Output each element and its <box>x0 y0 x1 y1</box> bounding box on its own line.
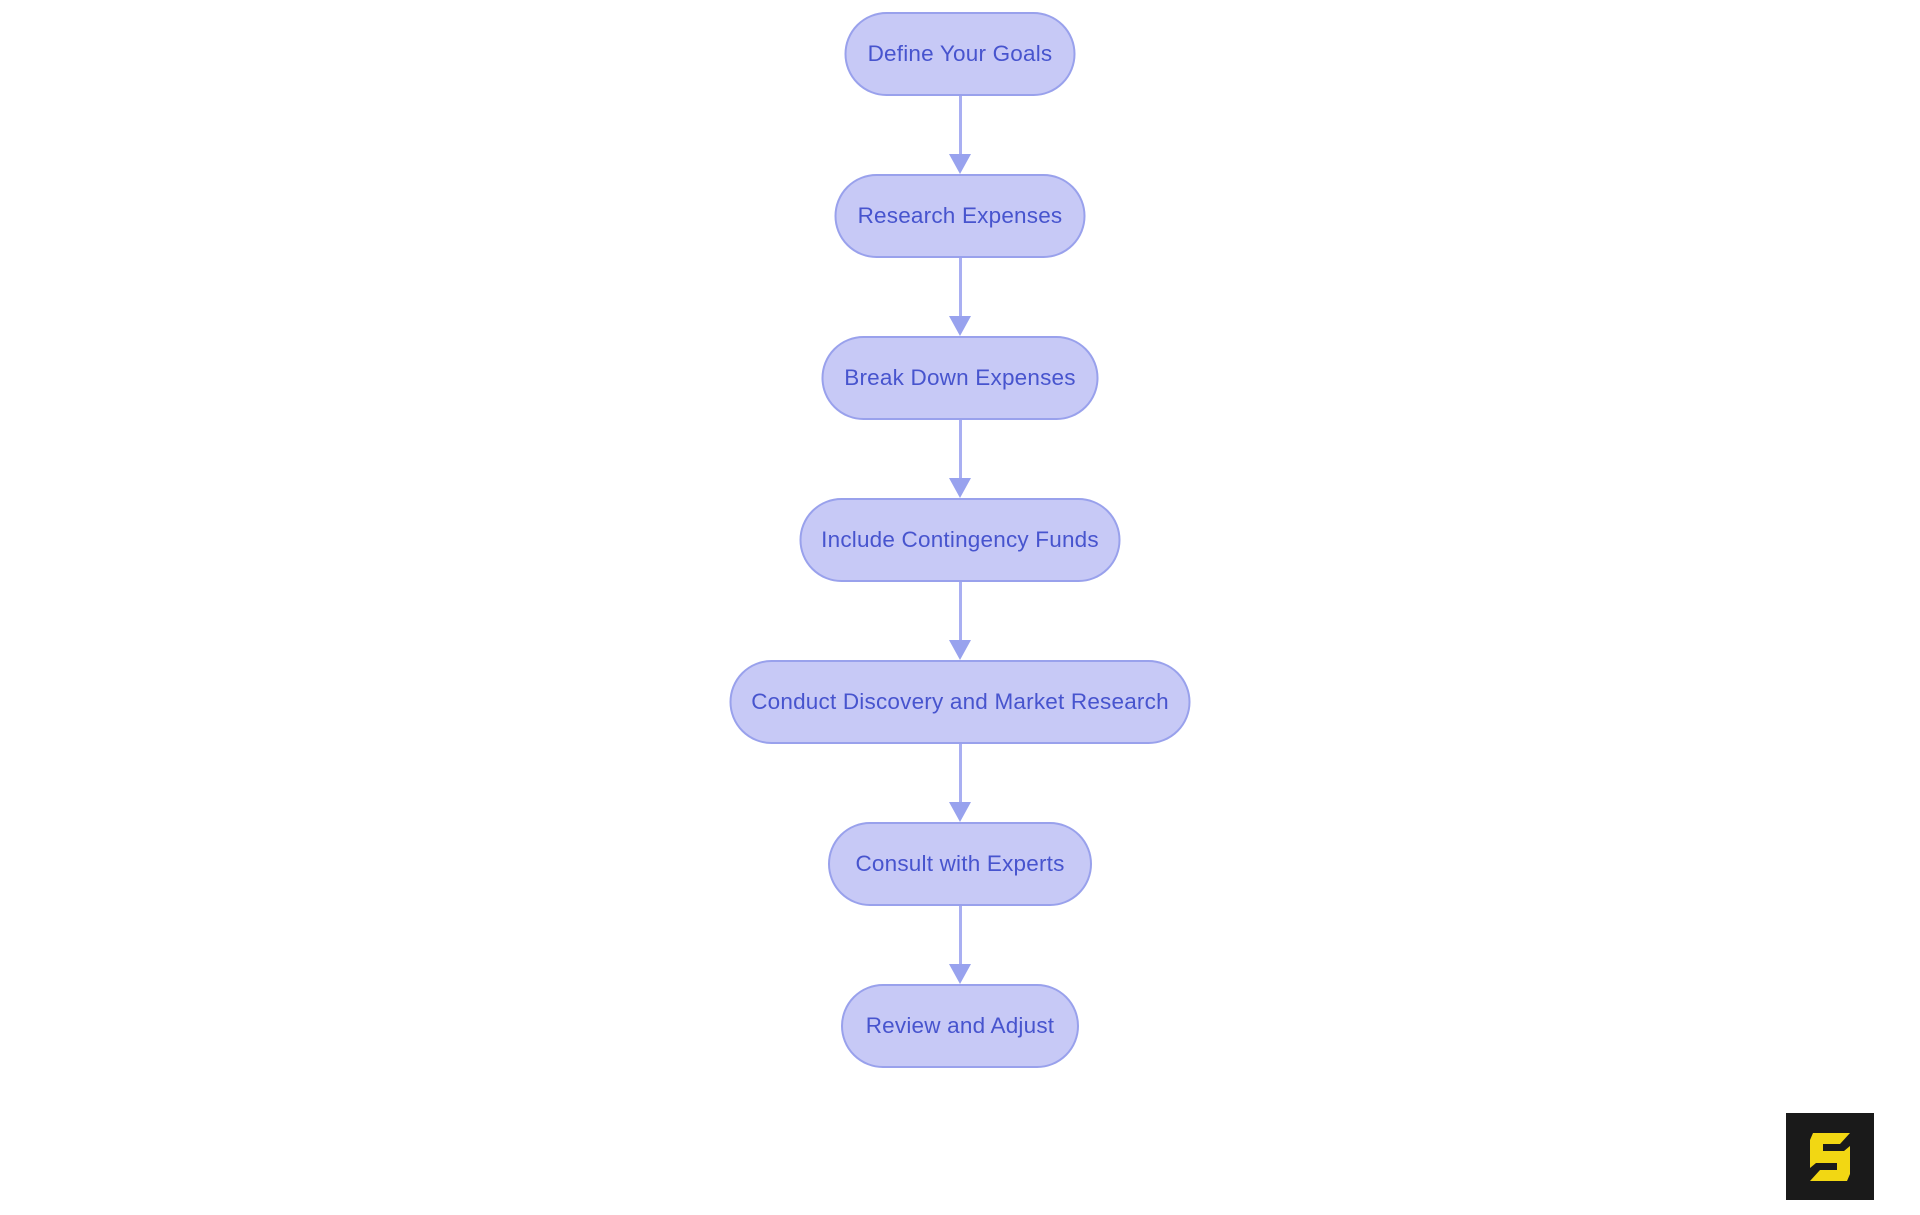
flow-node-research-expenses: Research Expenses <box>834 174 1086 258</box>
flow-node-label: Conduct Discovery and Market Research <box>751 689 1169 714</box>
flow-arrow <box>948 96 972 174</box>
flow-arrow <box>948 906 972 984</box>
flow-node-review-and-adjust: Review and Adjust <box>841 984 1079 1068</box>
arrow-line <box>958 258 962 316</box>
arrow-line <box>958 420 962 478</box>
flow-node-label: Include Contingency Funds <box>821 527 1099 552</box>
flow-node-label: Consult with Experts <box>855 851 1065 876</box>
flow-arrow <box>948 582 972 660</box>
flow-node-label: Review and Adjust <box>865 1013 1055 1038</box>
arrow-line <box>958 744 962 802</box>
flow-node-include-contingency-funds: Include Contingency Funds <box>799 498 1121 582</box>
flow-node-label: Break Down Expenses <box>844 365 1076 390</box>
flow-arrow <box>948 744 972 822</box>
flow-node-label: Define Your Goals <box>867 41 1053 66</box>
flow-arrow <box>948 420 972 498</box>
flow-node-define-your-goals: Define Your Goals <box>844 12 1076 96</box>
flow-node-label: Research Expenses <box>857 203 1063 228</box>
arrowhead-down-icon <box>949 154 971 174</box>
arrowhead-down-icon <box>949 802 971 822</box>
flow-node-consult-with-experts: Consult with Experts <box>828 822 1092 906</box>
brand-logo <box>1786 1113 1874 1200</box>
arrow-line <box>958 96 962 154</box>
arrow-line <box>958 582 962 640</box>
flow-arrow <box>948 258 972 336</box>
arrowhead-down-icon <box>949 478 971 498</box>
arrowhead-down-icon <box>949 964 971 984</box>
angular-s-icon <box>1810 1132 1850 1181</box>
arrow-line <box>958 906 962 964</box>
flow-node-conduct-discovery-and-market-research: Conduct Discovery and Market Research <box>729 660 1191 744</box>
arrowhead-down-icon <box>949 640 971 660</box>
arrowhead-down-icon <box>949 316 971 336</box>
flow-node-break-down-expenses: Break Down Expenses <box>821 336 1099 420</box>
